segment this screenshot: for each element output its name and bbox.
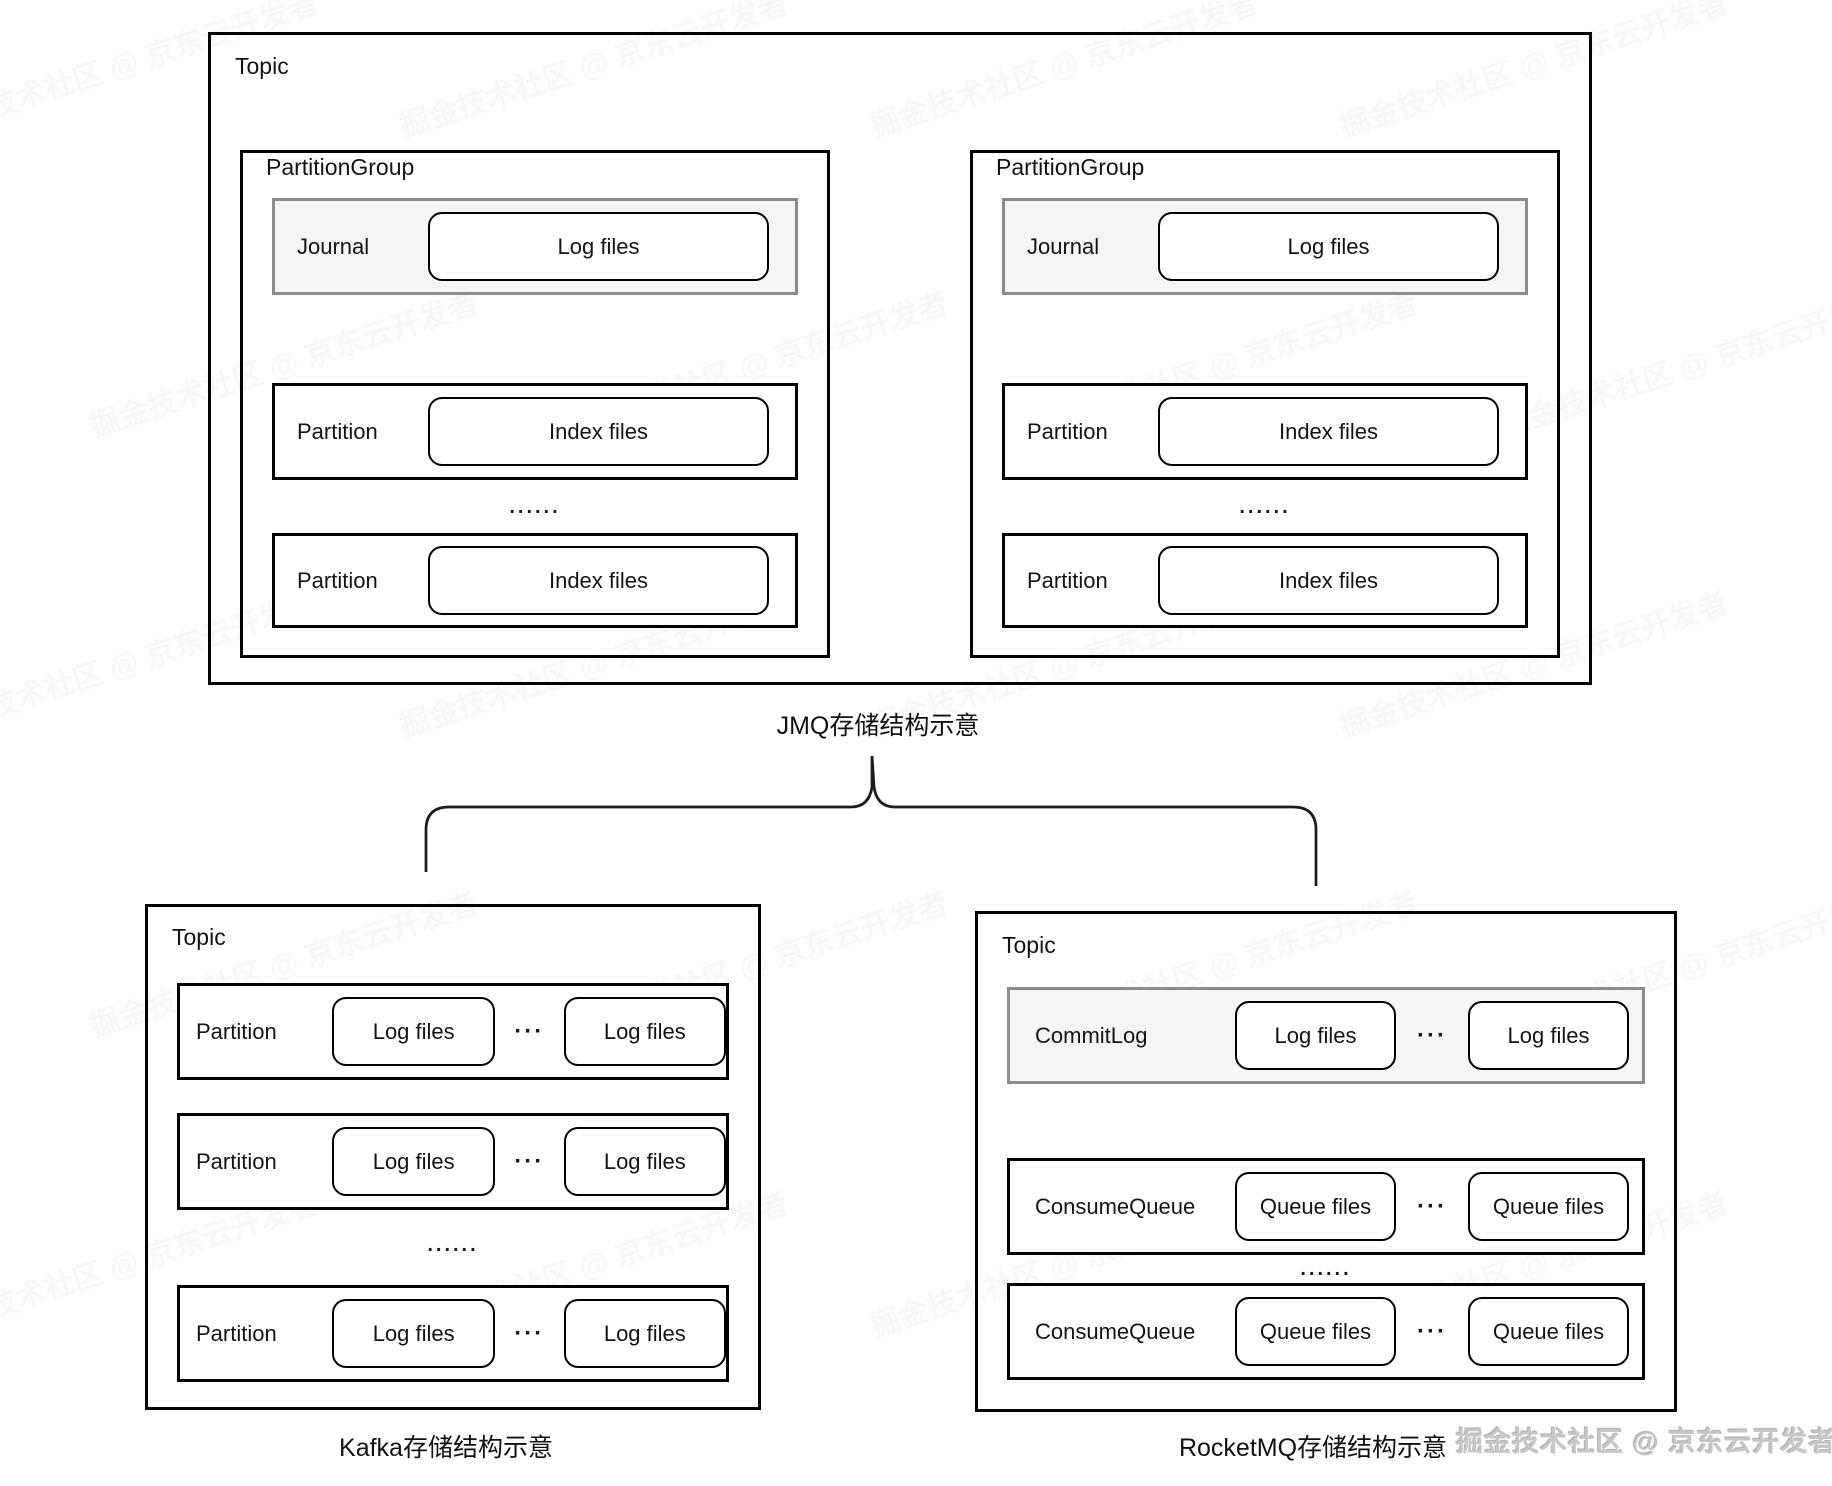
- jmq-caption: JMQ存储结构示意: [776, 712, 980, 740]
- kafka-topic-box: Topic Partition Log files ··· Log files …: [145, 904, 761, 1410]
- partition-label: Partition: [297, 567, 378, 593]
- index-files-pill: Index files: [428, 546, 769, 615]
- rocketmq-caption: RocketMQ存储结构示意: [1178, 1434, 1448, 1462]
- rocketmq-topic-box: Topic CommitLog Log files ··· Log files …: [975, 911, 1677, 1412]
- log-files-pill: Log files: [563, 1127, 726, 1196]
- log-files-pill: Log files: [332, 1127, 495, 1196]
- mid-dots: ···: [1417, 1317, 1447, 1345]
- jmq-partition-group-2: PartitionGroup Journal Log files Partiti…: [970, 150, 1560, 658]
- log-files-pill: Log files: [1158, 212, 1499, 281]
- index-files-pill: Index files: [1158, 397, 1499, 466]
- log-files-pill: Log files: [332, 1299, 495, 1368]
- commitlog-label: CommitLog: [1035, 1022, 1148, 1048]
- commitlog-band: CommitLog Log files ··· Log files: [1007, 987, 1645, 1084]
- consumequeue-label: ConsumeQueue: [1035, 1318, 1196, 1344]
- index-files-pill: Index files: [428, 397, 769, 466]
- partition-group-label: PartitionGroup: [266, 154, 415, 180]
- mid-dots: ···: [514, 1147, 545, 1175]
- consumequeue-label: ConsumeQueue: [1035, 1193, 1196, 1219]
- log-files-pill: Log files: [1235, 1001, 1396, 1070]
- queue-files-pill: Queue files: [1468, 1297, 1629, 1366]
- jmq-topic-box: Topic PartitionGroup Journal Log files P…: [208, 32, 1592, 685]
- rocketmq-topic-label: Topic: [1002, 932, 1056, 958]
- ellipsis-dots: ......: [1300, 1258, 1352, 1280]
- partition-band: Partition Log files ··· Log files: [177, 983, 729, 1080]
- jmq-partition-group-1: PartitionGroup Journal Log files Partiti…: [240, 150, 830, 658]
- partition-band: Partition Index files: [272, 533, 798, 628]
- credit-watermark: 掘金技术社区 @ 京东云开发者: [1456, 1427, 1832, 1457]
- journal-band: Journal Log files: [272, 198, 798, 295]
- kafka-topic-label: Topic: [172, 924, 226, 950]
- log-files-pill: Log files: [332, 997, 495, 1066]
- partition-label: Partition: [297, 418, 378, 444]
- ellipsis-dots: ......: [427, 1234, 479, 1256]
- index-files-pill: Index files: [1158, 546, 1499, 615]
- ellipsis-dots: ......: [1239, 496, 1291, 518]
- kafka-caption: Kafka存储结构示意: [339, 1434, 553, 1462]
- partition-band: Partition Log files ··· Log files: [177, 1285, 729, 1382]
- consumequeue-band: ConsumeQueue Queue files ··· Queue files: [1007, 1158, 1645, 1255]
- consumequeue-band: ConsumeQueue Queue files ··· Queue files: [1007, 1283, 1645, 1380]
- partition-label: Partition: [196, 1018, 277, 1044]
- journal-band: Journal Log files: [1002, 198, 1528, 295]
- partition-band: Partition Log files ··· Log files: [177, 1113, 729, 1210]
- partition-band: Partition Index files: [272, 383, 798, 480]
- queue-files-pill: Queue files: [1235, 1297, 1396, 1366]
- log-files-pill: Log files: [563, 997, 726, 1066]
- partition-band: Partition Index files: [1002, 383, 1528, 480]
- log-files-pill: Log files: [428, 212, 769, 281]
- partition-label: Partition: [1027, 418, 1108, 444]
- mid-dots: ···: [514, 1017, 545, 1045]
- journal-label: Journal: [297, 233, 370, 259]
- mid-dots: ···: [1417, 1021, 1447, 1049]
- ellipsis-dots: ......: [509, 496, 561, 518]
- mid-dots: ···: [1417, 1192, 1447, 1220]
- partition-label: Partition: [196, 1148, 277, 1174]
- queue-files-pill: Queue files: [1235, 1172, 1396, 1241]
- jmq-topic-label: Topic: [235, 53, 289, 79]
- journal-label: Journal: [1027, 233, 1100, 259]
- log-files-pill: Log files: [563, 1299, 726, 1368]
- partition-label: Partition: [196, 1320, 277, 1346]
- partition-band: Partition Index files: [1002, 533, 1528, 628]
- queue-files-pill: Queue files: [1468, 1172, 1629, 1241]
- mid-dots: ···: [514, 1319, 545, 1347]
- partition-group-label: PartitionGroup: [996, 154, 1145, 180]
- log-files-pill: Log files: [1468, 1001, 1629, 1070]
- partition-label: Partition: [1027, 567, 1108, 593]
